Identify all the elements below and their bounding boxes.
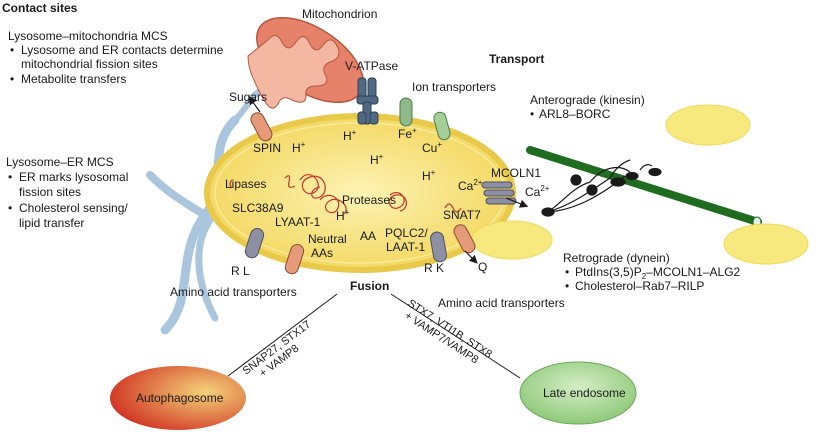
fusion-snare-left: SNAP27, STX17 + VAMP8 (241, 319, 314, 380)
autophagosome-organelle (110, 366, 246, 430)
mito-mcs-label: Lysosome–mitochondria MCS (8, 29, 168, 43)
pqlc2-label: PQLC2/ (385, 226, 428, 240)
laat1-label: LAAT-1 (386, 240, 425, 254)
copper-label: Cu+ (422, 140, 442, 155)
er-mcs-item: Cholesterol sensing/ (19, 201, 128, 215)
sugars-label: Sugars (229, 90, 267, 104)
er-mcs-item: ER marks lysosomal (19, 170, 128, 184)
proteases-label: Proteases (342, 193, 396, 207)
transport-title: Transport (489, 52, 544, 66)
membrane-transporters (244, 77, 517, 275)
q-label: Q (478, 260, 487, 274)
lipases-label: Lipases (225, 177, 266, 191)
bullet: • (10, 72, 14, 86)
proton-label: H+ (343, 128, 357, 143)
vatpase-label: V-ATPase (345, 59, 398, 73)
proton-label: H+ (292, 140, 306, 155)
arrows (248, 96, 529, 264)
er-mcs-item: fission sites (19, 185, 81, 199)
vatpase-complex (356, 77, 379, 125)
bullet: • (565, 265, 569, 279)
bullet: • (530, 107, 534, 121)
retrograde-item: Cholesterol–Rab7–RILP (575, 279, 704, 293)
neutral-aas-label: AAs (311, 246, 333, 260)
mito-mcs-item: Metabolite transfers (21, 72, 126, 86)
anterograde-label: Anterograde (kinesin) (530, 93, 645, 107)
spin-label: SPIN (253, 141, 281, 155)
proton-label: H+ (422, 168, 436, 183)
retrograde-item: PtdIns(3,5)P2–MCOLN1–ALG2 (575, 265, 741, 281)
proton-label: H+ (336, 208, 350, 223)
mito-mcs-item: Lysosome and ER contacts determine (21, 43, 224, 57)
pqlc2-transporter (430, 231, 447, 263)
bullet: • (8, 201, 12, 215)
contact-sites-title: Contact sites (2, 1, 78, 15)
calcium-label: Ca2+ (525, 184, 550, 199)
snat7-label: SNAT7 (443, 208, 481, 222)
bullet: • (565, 279, 569, 293)
er-mcs-item: lipid transfer (19, 216, 84, 230)
calcium-label: Ca2+ (458, 178, 483, 193)
fe-transporter (399, 97, 413, 127)
cu-transporter (433, 111, 451, 141)
autophagosome-label: Autophagosome (136, 391, 224, 405)
motor-proteins (541, 159, 662, 217)
late-endosome-label: Late endosome (543, 386, 626, 400)
proton-label: H+ (370, 152, 384, 167)
retrograde-label: Retrograde (dynein) (563, 251, 670, 265)
spin-transporter (250, 112, 273, 142)
lyaat1-transporter (284, 244, 305, 275)
fusion-title: Fusion (350, 279, 389, 293)
er-mcs-label: Lysosome–ER MCS (6, 155, 114, 169)
fusion-lines (227, 293, 521, 379)
mcoln1-label: MCOLN1 (491, 166, 541, 180)
microtubule (526, 146, 762, 228)
anterograde-item: ARL8–BORC (539, 107, 611, 121)
iron-label: Fe+ (398, 126, 417, 141)
bullet: • (10, 43, 14, 57)
amino-acid-transporters-left: Amino acid transporters (170, 285, 297, 299)
snat7-transporter (453, 224, 476, 254)
mcoln1-channel (481, 181, 517, 205)
mitochondrion-label: Mitochondrion (302, 7, 377, 21)
ion-transporters-label: Ion transporters (412, 80, 496, 94)
rk-label: R K (424, 261, 444, 275)
lyaat1-label: LYAAT-1 (275, 215, 321, 229)
slc38a9-label: SLC38A9 (232, 201, 284, 215)
neutral-aas-label: Neutral (308, 232, 347, 246)
slc38a9-transporter (244, 228, 265, 259)
aa-label: AA (360, 229, 376, 243)
amino-acid-transporters-right: Amino acid transporters (438, 296, 565, 310)
bullet: • (8, 170, 12, 184)
transport-vesicles (471, 104, 809, 265)
rl-label: R L (231, 264, 250, 278)
late-endosome-organelle (519, 361, 637, 425)
mito-mcs-item: mitochondrial fission sites (21, 57, 158, 71)
